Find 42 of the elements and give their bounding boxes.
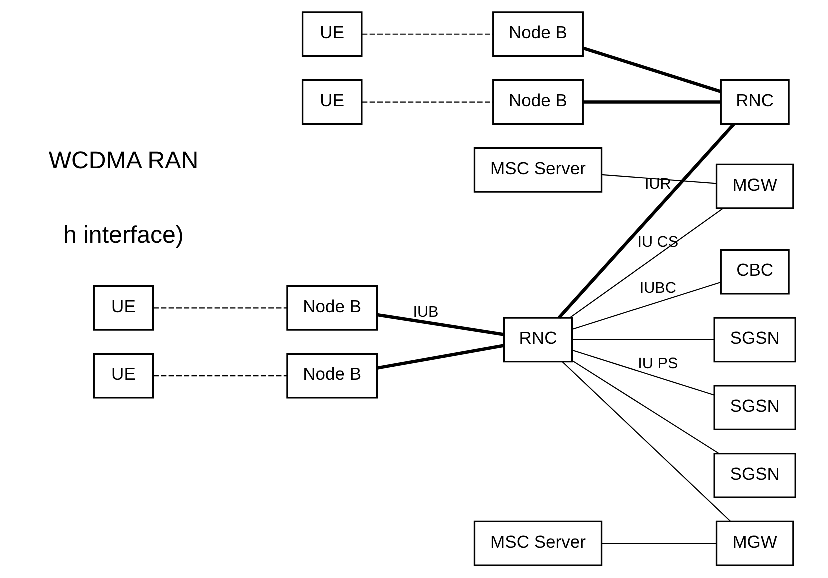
edge-label: IUBC xyxy=(639,280,676,298)
node-box: UE xyxy=(92,353,154,399)
node-box: Node B xyxy=(492,80,584,125)
node-box: UE xyxy=(301,80,362,125)
edge-label: IUB xyxy=(412,304,438,322)
edge-label: IU PS xyxy=(638,356,678,373)
node-box: MSC Server xyxy=(473,147,602,193)
node-box: Node B xyxy=(492,12,584,58)
connector xyxy=(376,344,504,370)
connector xyxy=(362,34,493,35)
connector xyxy=(153,376,287,377)
connector xyxy=(572,339,714,340)
node-box: Node B xyxy=(286,353,378,399)
connector xyxy=(572,282,721,330)
node-box: SGSN xyxy=(713,317,796,363)
label: h interface) xyxy=(63,222,184,250)
node-box: CBC xyxy=(720,249,790,295)
connector xyxy=(362,102,493,103)
node-box: SGSN xyxy=(713,453,796,498)
node-box: RNC xyxy=(720,80,790,125)
connector xyxy=(557,123,735,320)
node-box: MSC Server xyxy=(473,520,602,566)
node-box: RNC xyxy=(502,317,573,363)
connector xyxy=(601,174,716,184)
connector xyxy=(153,308,287,309)
connector xyxy=(582,100,720,104)
label: WCDMA RAN xyxy=(48,148,198,175)
connector xyxy=(582,46,721,94)
node-box: SGSN xyxy=(713,385,796,431)
connector xyxy=(602,543,716,544)
node-box: UE xyxy=(301,12,362,58)
connector xyxy=(376,313,504,336)
connector xyxy=(562,362,731,522)
node-box: MGW xyxy=(715,520,794,566)
edge-label: IUR xyxy=(644,176,671,194)
edge-label: IU CS xyxy=(637,234,678,252)
node-box: Node B xyxy=(286,285,378,331)
node-box: UE xyxy=(92,285,154,331)
node-box: MGW xyxy=(715,164,794,210)
connector xyxy=(572,360,719,454)
connector xyxy=(569,208,724,318)
connector xyxy=(572,350,714,396)
